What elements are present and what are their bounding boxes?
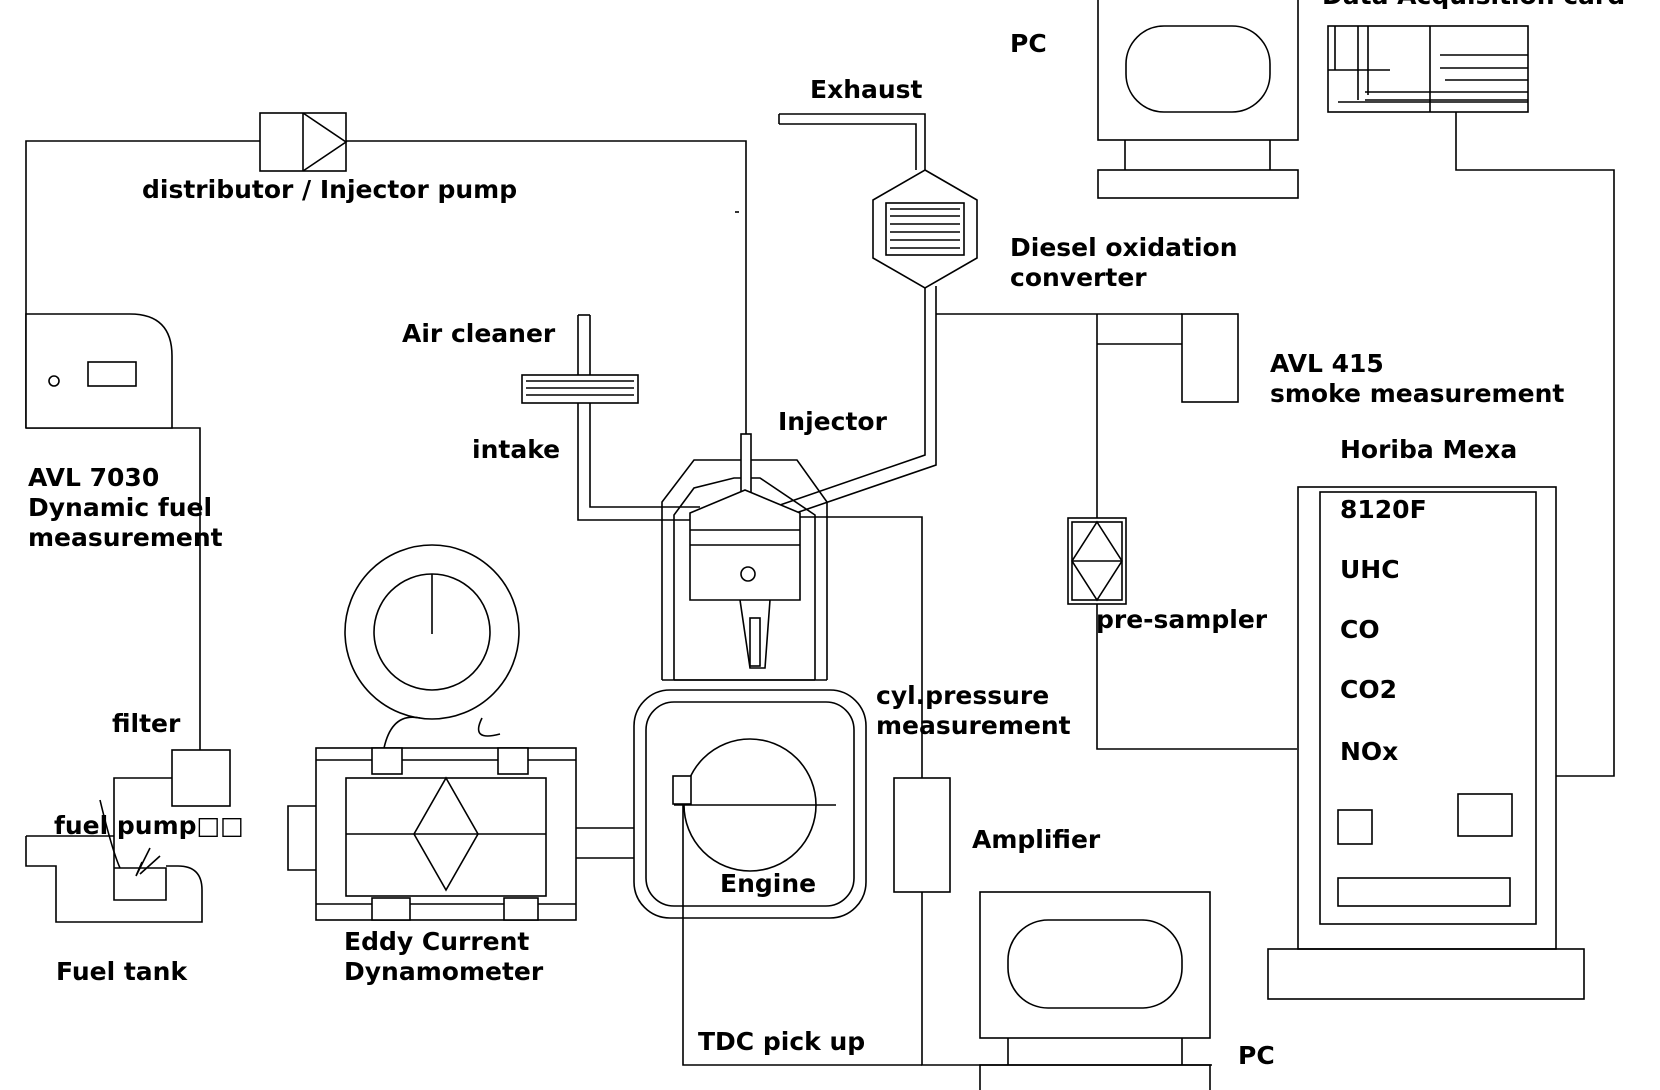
engine-label: Engine	[720, 869, 816, 898]
tdc-line	[682, 790, 922, 1066]
co-label: CO	[1340, 615, 1380, 644]
uhc-label: UHC	[1340, 555, 1400, 584]
oxidation-label-line2: converter	[1010, 263, 1147, 292]
avl7030-label-line1: AVL 7030	[28, 463, 159, 492]
pc-top-label: PC	[1010, 29, 1047, 58]
exhaust-duct	[778, 113, 937, 516]
pre-sampler-label: pre-sampler	[1096, 605, 1268, 634]
amplifier-unit	[893, 777, 951, 893]
fuel-filter	[171, 749, 231, 807]
signal-line-cylinder-pressure	[800, 516, 1212, 1066]
horiba-mexa-analyzer	[1267, 486, 1585, 1000]
injector-label: Injector	[778, 407, 888, 436]
signal-line-pc	[1455, 112, 1615, 777]
avl7030-unit	[25, 313, 173, 429]
pc-top	[1097, 0, 1299, 199]
piston	[689, 489, 801, 669]
injector	[740, 433, 752, 500]
nox-label: NOx	[1340, 737, 1398, 766]
cyl-pressure-label-line1: cyl.pressure	[876, 681, 1049, 710]
eddy-label-line1: Eddy Current	[344, 927, 529, 956]
data-acquisition-label: Data Acquisition card	[1322, 0, 1625, 10]
oxidation-label-line1: Diesel oxidation	[1010, 233, 1238, 262]
fuel-tank-label: Fuel tank	[56, 957, 188, 986]
intake-duct	[577, 314, 700, 521]
avl415-label-line2: smoke measurement	[1270, 379, 1564, 408]
avl7030-label-line3: measurement	[28, 523, 223, 552]
air-cleaner	[521, 374, 639, 404]
co2-label: CO2	[1340, 675, 1397, 704]
air-cleaner-label: Air cleaner	[402, 319, 556, 348]
avl415-unit	[1181, 313, 1239, 403]
intake-label: intake	[472, 435, 560, 464]
cyl-pressure-label-line2: measurement	[876, 711, 1071, 740]
horiba-label: Horiba Mexa	[1340, 435, 1517, 464]
sample-line-mexa	[1096, 604, 1297, 750]
pre-sampler	[1067, 517, 1127, 605]
mexa-model-label: 8120F	[1340, 495, 1427, 524]
distributor-label: distributor / Injector pump	[142, 175, 517, 204]
fuel-tank	[25, 835, 203, 923]
sample-line-avl415	[936, 313, 1182, 518]
dyno-shaft	[576, 827, 634, 859]
fuel-pump	[99, 777, 172, 901]
filter-label: filter	[112, 709, 181, 738]
exhaust-label: Exhaust	[810, 75, 923, 104]
pc-bottom	[979, 891, 1211, 1090]
data-acquisition-card	[1327, 25, 1529, 113]
eddy-label-line2: Dynamometer	[344, 957, 544, 986]
amplifier-label: Amplifier	[972, 825, 1101, 854]
pc-bottom-label: PC	[1238, 1041, 1275, 1070]
fuel-pump-label: fuel pump□□	[54, 811, 244, 840]
distributor-pump-icon	[259, 112, 348, 172]
engine-block	[633, 689, 867, 919]
avl7030-label-line2: Dynamic fuel	[28, 493, 212, 522]
eddy-current-dynamometer	[287, 544, 577, 921]
tdc-label: TDC pick up	[698, 1027, 865, 1056]
oxidation-converter	[872, 169, 978, 289]
avl415-label-line1: AVL 415	[1270, 349, 1384, 378]
